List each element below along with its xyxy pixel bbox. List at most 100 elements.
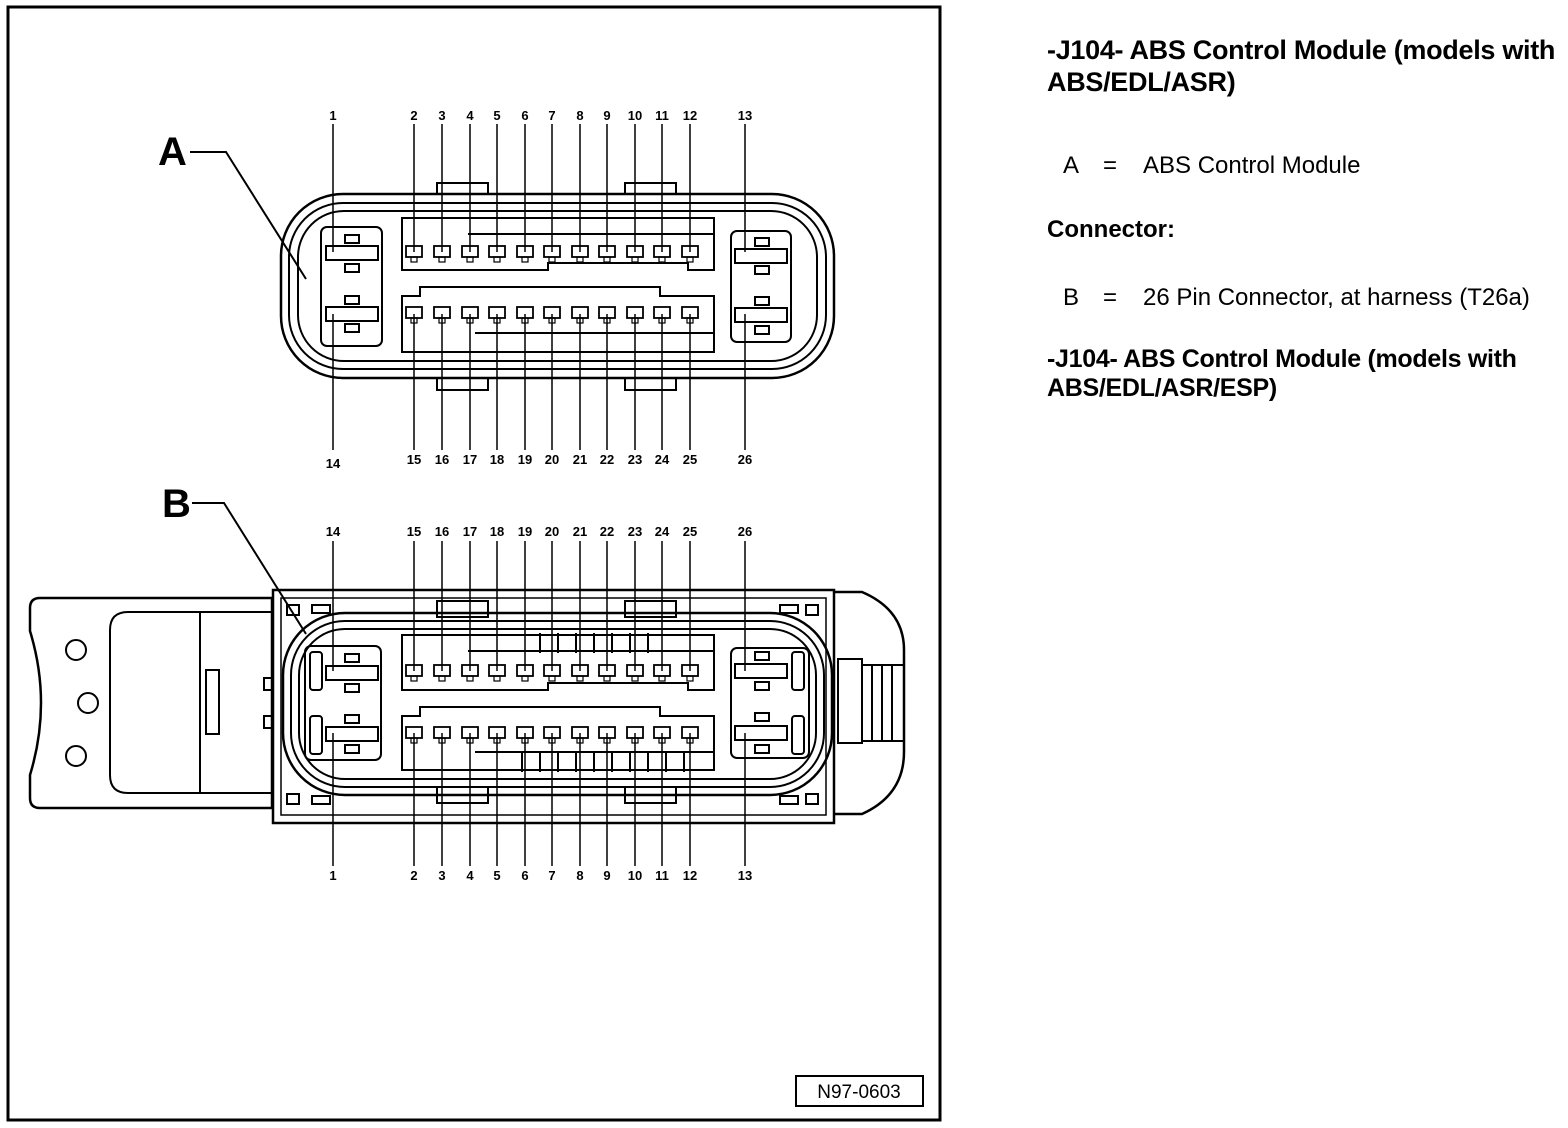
pin-number: 15 [407,452,421,467]
pin-number: 13 [738,868,752,883]
pin-number: 10 [628,868,642,883]
pin-number: 4 [466,108,474,123]
pin-number: 5 [493,868,500,883]
legend-heading-1: -J104- ABS Control Module (models with A… [1047,35,1556,97]
pin-number: 20 [545,524,559,539]
module-a-pin-tab [576,256,584,263]
callout-b-label: B [162,482,191,526]
pin-number: 25 [683,524,697,539]
pin-number: 26 [738,524,752,539]
callout-b-leader [192,502,307,635]
pin-number: 12 [683,108,697,123]
pin-number: 10 [628,108,642,123]
connector-b-pin-tab [576,675,584,682]
pin-number: 6 [521,108,528,123]
pin-number: 4 [466,868,474,883]
legend-item-a-text: ABS Control Module [1143,152,1361,179]
pin-number: 12 [683,868,697,883]
connector-b-pin-tab [631,675,639,682]
connector-b-pin-tab [466,675,474,682]
pin-number: 3 [438,108,445,123]
pin-number: 1 [329,108,336,123]
legend-item-b: B = 26 Pin Connector, at harness (T26a) [1063,284,1530,312]
pin-number: 5 [493,108,500,123]
pin-number: 25 [683,452,697,467]
connector-b-pin-tab [493,675,501,682]
pin-number: 7 [548,108,555,123]
connector-b-pin-tab [438,675,446,682]
legend-item-b-key: B [1063,284,1080,311]
pin-number: 23 [628,452,642,467]
pin-number: 26 [738,452,752,467]
pin-number: 6 [521,868,528,883]
figure-frame [6,5,942,1122]
pin-number: 15 [407,524,421,539]
connector-diagram: A [6,5,942,1122]
legend-item-a-key: A [1063,152,1080,179]
pin-number: 21 [573,452,587,467]
module-a-pin-tab [410,256,418,263]
module-a-pin-tab [466,256,474,263]
pin-number: 21 [573,524,587,539]
pin-number: 19 [518,524,532,539]
pin-number: 7 [548,868,555,883]
connector-b-pin-tab [658,675,666,682]
pin-number: 18 [490,452,504,467]
module-a-pins [405,245,699,324]
module-a-pin-tab [548,256,556,263]
connector-b-pin-tab [410,675,418,682]
pin-number: 17 [463,452,477,467]
pin-number: 11 [655,868,669,883]
pin-number: 14 [326,524,341,539]
pin-number: 9 [603,108,610,123]
connector-b-pins [405,664,699,744]
pin-number: 2 [410,868,417,883]
pin-number: 24 [655,524,670,539]
pin-number: 23 [628,524,642,539]
pin-number: 22 [600,524,614,539]
module-a-pin-tab [521,256,529,263]
pin-number: 11 [655,108,669,123]
figure-id-box [795,1075,924,1107]
callout-a-label: A [158,130,187,174]
legend-connector-heading: Connector: [1047,216,1175,243]
module-a-pin-tab [493,256,501,263]
pin-number: 8 [576,108,583,123]
pin-number: 22 [600,452,614,467]
pin-number: 16 [435,524,449,539]
pin-number: 20 [545,452,559,467]
connector-b-pin-tab [521,675,529,682]
pin-number: 19 [518,452,532,467]
connector-b-ribs [521,633,685,772]
module-a-pin-tab [686,256,694,263]
pin-number: 8 [576,868,583,883]
figure-id: N97-0603 [817,1082,900,1103]
pin-number: 16 [435,452,449,467]
pin-number: 17 [463,524,477,539]
connector-b-pin-tab [548,675,556,682]
module-a-view [279,182,836,391]
pin-number: 14 [326,456,341,471]
module-a-pin-tab [438,256,446,263]
pin-number: 18 [490,524,504,539]
callout-a-leader [190,151,307,280]
legend-item-b-eq: = [1103,284,1118,311]
module-a-pin-tab [658,256,666,263]
connector-b-pin-tab [686,675,694,682]
pin-leader-lines [332,124,746,866]
module-a-pin-tab [631,256,639,263]
legend-item-a: A = ABS Control Module [1063,152,1360,180]
pin-number: 13 [738,108,752,123]
pin-number: 24 [655,452,670,467]
legend-item-a-eq: = [1103,152,1118,179]
legend-item-b-text: 26 Pin Connector, at harness (T26a) [1143,284,1530,311]
legend-panel: -J104- ABS Control Module (models with A… [1047,34,1562,402]
pin-number: 2 [410,108,417,123]
connector-b-view [28,588,906,825]
legend-heading-2: -J104- ABS Control Module (models with A… [1047,345,1517,402]
pin-number: 9 [603,868,610,883]
pin-number: 3 [438,868,445,883]
module-a-pin-tab [603,256,611,263]
pin-number: 1 [329,868,336,883]
